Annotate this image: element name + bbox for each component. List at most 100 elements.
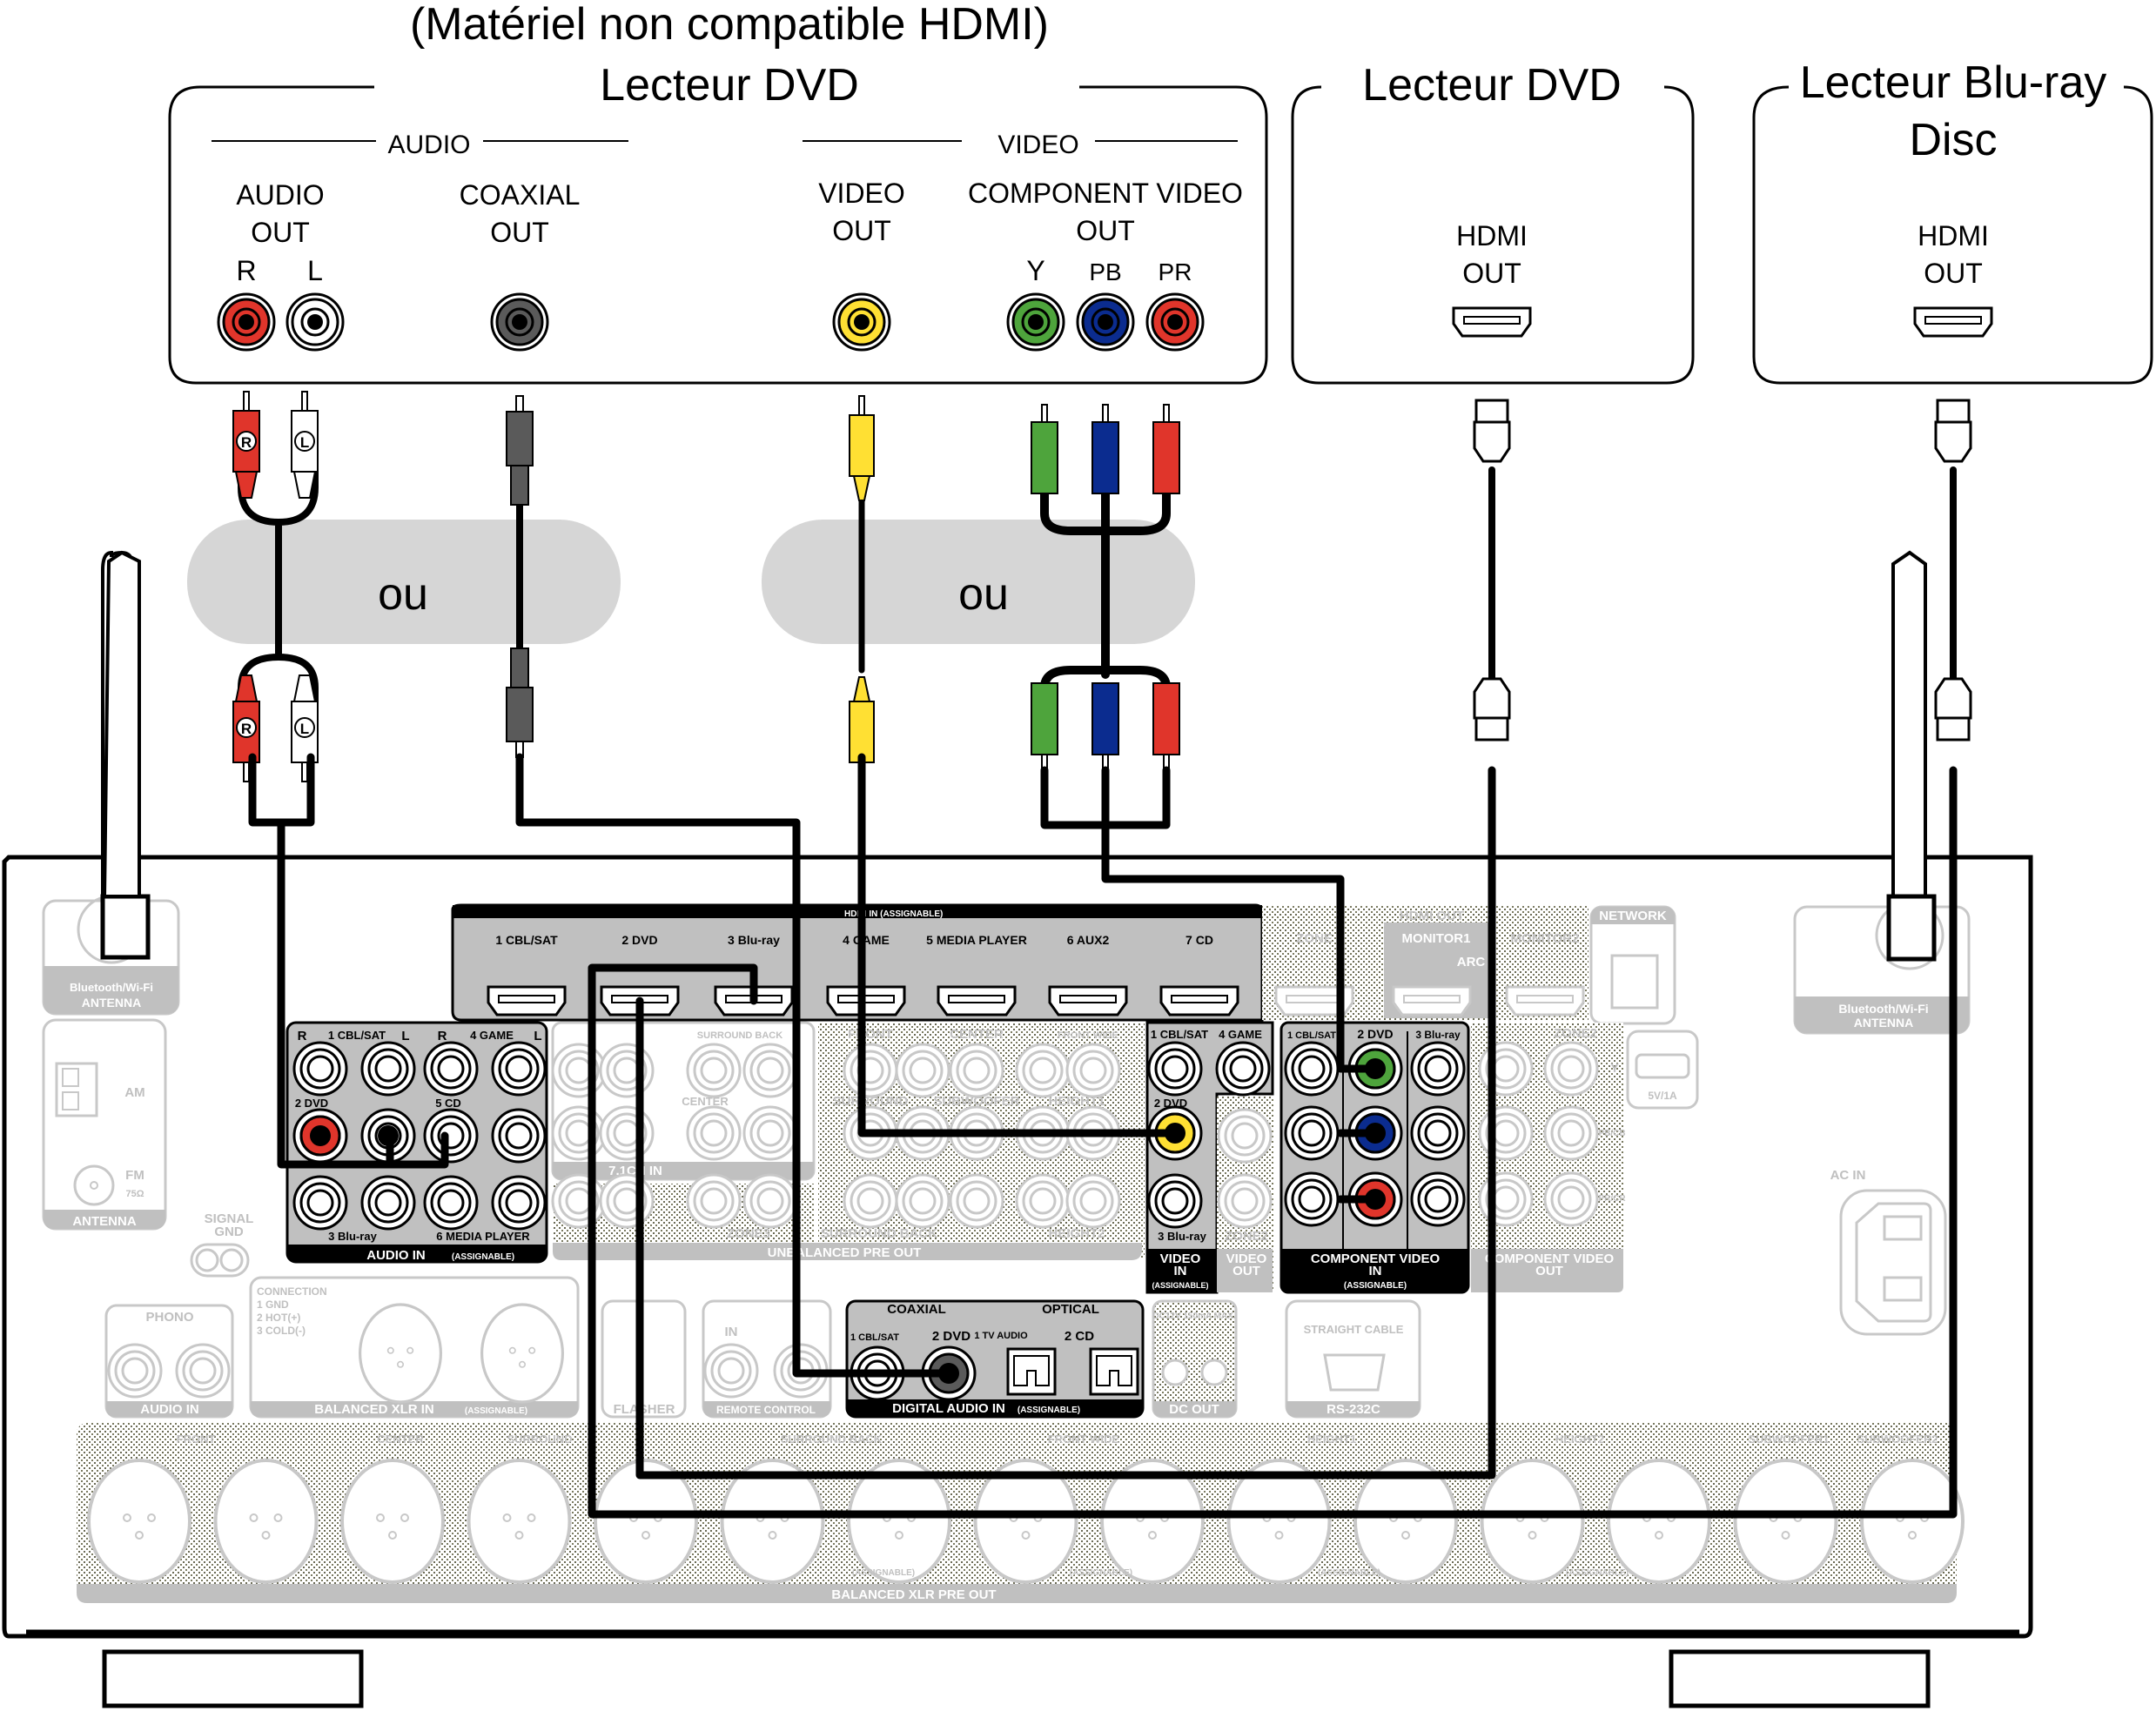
video-in-label-4: 4 GAME (1219, 1028, 1262, 1041)
audio-in-jack-2[interactable] (360, 1041, 416, 1097)
network-port: NETWORK (1589, 905, 1676, 1025)
plug-video-top (849, 395, 875, 501)
component-in-jack-1-3[interactable] (1284, 1171, 1340, 1227)
video-out-zone2: ZONE2 (1225, 1229, 1268, 1244)
audio-in-label-3: 3 Blu-ray (328, 1230, 377, 1243)
plug-r-label: R (241, 434, 252, 451)
component-in-jack-3-2[interactable] (1410, 1105, 1466, 1161)
comp-y-label: Y (1026, 255, 1044, 286)
xlr-pre-out-connector-15[interactable] (1860, 1459, 1965, 1584)
component-in-jack-1-1[interactable] (1284, 1041, 1340, 1097)
xlr-pre-out-group-5: FRONT WIDE (1048, 1433, 1120, 1446)
am-fm-antenna-terminal: AM FM 75Ω ANTENNA (42, 1018, 167, 1231)
dvd-hdmi-out-port (1452, 306, 1532, 338)
plug-hdmi-dvd-bottom (1473, 677, 1511, 741)
dvd-hdmi-out-label: HDMI (1456, 220, 1528, 252)
xlr-in-pin3: 3 COLD(-) (257, 1325, 306, 1337)
hdmi-in-port-6[interactable] (1048, 985, 1128, 1017)
hdmi-in-header: HDMI IN (ASSIGNABLE) (844, 909, 943, 919)
xlr-pre-out-group-7: HEIGHT2 (1555, 1433, 1604, 1446)
audio-in-jack-12[interactable] (491, 1175, 547, 1231)
video-in-jack-4[interactable] (1147, 1173, 1203, 1229)
bt-antenna-left-label-1: Bluetooth/Wi-Fi (70, 981, 153, 994)
component-in-jack-1-2[interactable] (1284, 1105, 1340, 1161)
xlr-pre-out-connector-4[interactable] (467, 1459, 572, 1584)
component-out-pb: PB/CB (1598, 1129, 1625, 1138)
dvd-hdmi-out-label-2: OUT (1462, 258, 1521, 289)
xlr-pre-out-connector-3[interactable] (340, 1459, 445, 1584)
audio-in-jack-10[interactable] (360, 1175, 416, 1231)
unbalanced-pre-out-panel: UNBALANCED PRE OUT FRONT CENTER FRONT WI… (551, 1023, 1145, 1260)
bt-antenna-right-label-1: Bluetooth/Wi-Fi (1838, 1002, 1928, 1016)
dvd-hdmi-box (1291, 85, 1695, 385)
hdmi-in-port-5[interactable] (937, 985, 1017, 1017)
xlr-pre-out-connector-1[interactable] (87, 1459, 191, 1584)
plug-hdmi-bluray-top (1934, 399, 1972, 463)
xlr-pre-out-connector-14[interactable] (1733, 1459, 1838, 1584)
plug-comp-y-top (1031, 404, 1058, 494)
hdmi-out-header: HDMI OUT (1400, 909, 1464, 923)
hdmi-out-arc: ARC (1457, 955, 1486, 970)
audio-in-jack-4[interactable] (491, 1041, 547, 1097)
xlr-pre-out-assignable-3: (ASSIGNABLE) (1318, 1568, 1380, 1578)
upo-front: FRONT (848, 1027, 893, 1042)
foot-left (102, 1649, 364, 1708)
coaxial-out-label: COAXIAL (460, 179, 581, 211)
hdmi-in-port-4[interactable] (826, 985, 906, 1017)
dvd-hdmi-device: Lecteur DVD HDMI OUT (1291, 60, 1695, 385)
cable-coax-to-digital-in (515, 753, 953, 1378)
hdmi-in-label-7: 7 CD (1185, 933, 1213, 947)
bluray-box (1752, 85, 2153, 385)
cable-hdmi-dvd-to-hdmi-in (635, 766, 1496, 1480)
audio-in-jack-9[interactable] (292, 1175, 348, 1231)
plug-audio-l-top: L (291, 391, 319, 499)
audio-in-footer-note: (ASSIGNABLE) (452, 1252, 514, 1262)
digital-in-2-label: 2 DVD (932, 1329, 971, 1344)
xlr-pre-out-group-4: SURROUND BACK (781, 1433, 883, 1446)
hdmi-in-label-1: 1 CBL/SAT (495, 933, 558, 947)
xlr-pre-out-connector-13[interactable] (1607, 1459, 1711, 1584)
or-label-audio: ou (378, 569, 428, 620)
rs232c-panel: STRAIGHT CABLE RS-232C (1285, 1299, 1421, 1419)
audio-in-label-6: 6 MEDIA PLAYER (436, 1230, 530, 1243)
component-in-jack-3-3[interactable] (1410, 1171, 1466, 1227)
dvd-legacy-title: Lecteur DVD (600, 60, 859, 111)
ch71-in-panel: 7.1CH IN SURROUND BACK CENTER (551, 1021, 816, 1181)
xlr-pre-out-group-6: HEIGHT1 (1307, 1433, 1356, 1446)
foot-right (1669, 1649, 1931, 1708)
component-in-label-1: 1 CBL/SAT (1287, 1030, 1336, 1041)
hdmi-in-port-1[interactable] (487, 985, 567, 1017)
fm-label: FM (125, 1168, 144, 1183)
upo-zone3: ZONE3 (727, 1226, 770, 1241)
component-in-jack-3-1[interactable] (1410, 1041, 1466, 1097)
xlr-pre-out-assignable-2: (ASSIGNABLE) (1070, 1568, 1132, 1578)
audio-in-jack-1[interactable] (292, 1041, 348, 1097)
xlr-pre-out-connector-2[interactable] (213, 1459, 319, 1584)
remote-control-footer: REMOTE CONTROL (716, 1404, 816, 1416)
audio-in-jack-7[interactable] (423, 1108, 479, 1164)
video-in-footer: VIDEO (1160, 1251, 1201, 1266)
digital-in-3-label: 1 TV AUDIO (974, 1331, 1028, 1341)
component-out-footer: COMPONENT VIDEO (1485, 1251, 1615, 1266)
audio-in-footer: AUDIO IN (366, 1248, 426, 1263)
plug-coaxial-top (506, 395, 534, 506)
audio-l-jack (285, 292, 345, 352)
cables-upper (238, 449, 1957, 726)
plug-hdmi-dvd-top (1473, 399, 1511, 463)
xlr-pre-out-group-2: CENTER (377, 1433, 424, 1446)
xlr-pre-out-assignable-4: (ASSIGNABLE) (1566, 1568, 1629, 1578)
audio-in-jack-3[interactable] (423, 1041, 479, 1097)
video-in-jack-1[interactable] (1147, 1041, 1203, 1097)
audio-in-jack-11[interactable] (423, 1175, 479, 1231)
video-in-footer-note: (ASSIGNABLE) (1152, 1281, 1209, 1290)
receiver-rear-panel: Bluetooth/Wi-Fi ANTENNA AM FM 75Ω ANTENN… (2, 550, 2033, 1708)
xlr-pre-out-connector-12[interactable] (1480, 1459, 1585, 1584)
upo-surround: SURROUND (833, 1094, 909, 1109)
audio-in-jack-8[interactable] (491, 1108, 547, 1164)
audio-in-l-badge-2: L (534, 1029, 541, 1043)
video-in-jack-2[interactable] (1215, 1041, 1271, 1097)
hdmi-in-port-7[interactable] (1159, 985, 1239, 1017)
